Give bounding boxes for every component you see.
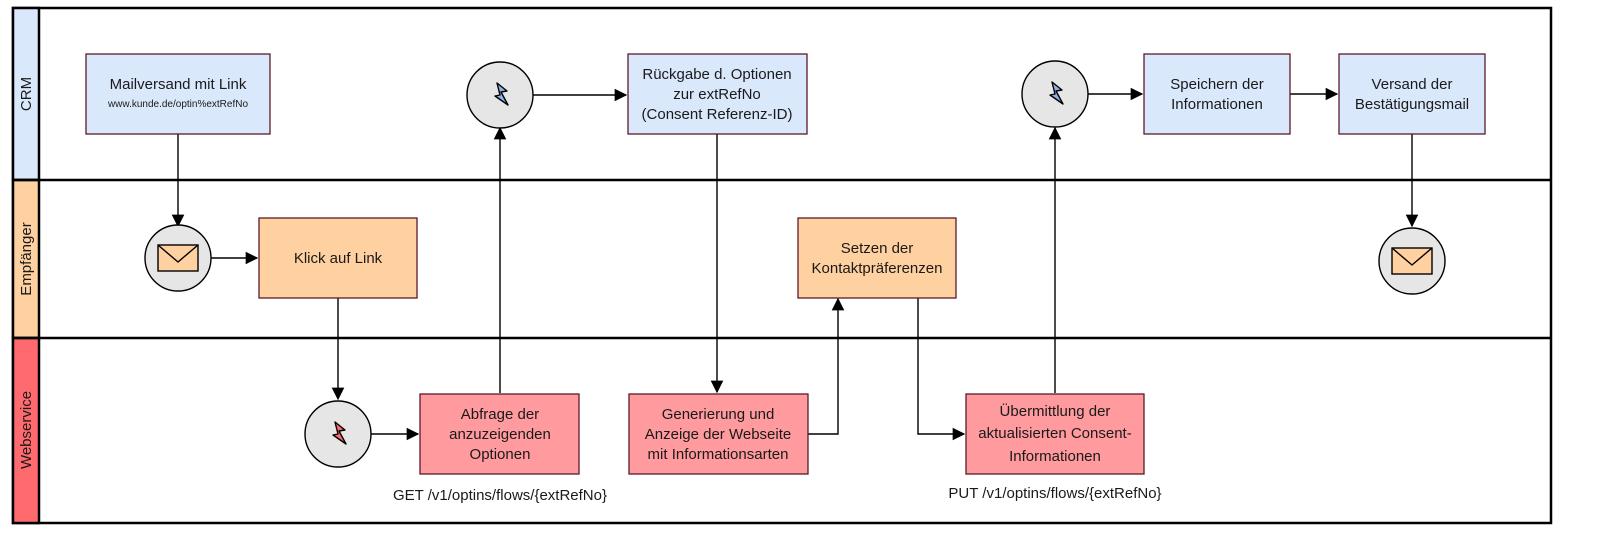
lane-label-crm: CRM [18, 77, 35, 111]
crm-event-1 [466, 61, 534, 129]
envelope-icon [157, 244, 199, 272]
return-options-line-3: (Consent Referenz-ID) [642, 106, 793, 123]
node-set-preferences: Setzen der Kontaktpräferenzen [797, 217, 957, 299]
svg-text:Informationen: Informationen [1009, 448, 1101, 465]
query-options-line-1: Abfrage der [461, 406, 539, 423]
svg-text:Setzen der: Setzen der [841, 240, 914, 257]
svg-text:Anzeige der Webseite: Anzeige der Webseite [645, 426, 791, 443]
svg-text:Klick auf Link: Klick auf Link [294, 250, 383, 267]
transmit-consent-line-3: Informationen [1009, 448, 1101, 465]
node-mail-send: Mailversand mit Link www.kunde.de/optin%… [85, 53, 271, 135]
webservice-lane-band [11, 336, 41, 525]
recipient-envelope-2 [1378, 227, 1446, 295]
set-preferences-line-2: Kontaktpräferenzen [812, 260, 943, 277]
svg-text:Generierung und: Generierung und [662, 406, 775, 423]
api-label-get: GET /v1/optins/flows/{extRefNo} [393, 487, 607, 504]
svg-text:anzuzeigenden: anzuzeigenden [449, 426, 551, 443]
generate-page-line-2: Anzeige der Webseite [645, 426, 791, 443]
connectors [171, 87, 1419, 441]
edge-generate-to-preferences [808, 297, 845, 435]
send-confirmation-line-1: Versand der [1372, 76, 1453, 93]
node-click-link: Klick auf Link [258, 217, 418, 299]
save-info-line-1: Speichern der [1170, 76, 1263, 93]
mail-send-url: www.kunde.de/optin%extRefNo [107, 99, 249, 110]
svg-text:Speichern der: Speichern der [1170, 76, 1263, 93]
mail-send-label: Mailversand mit Link [110, 76, 247, 93]
api-label-put: PUT /v1/optins/flows/{extRefNo} [948, 485, 1161, 502]
recipient-envelope-1 [144, 224, 212, 292]
svg-text:aktualisierten Consent-: aktualisierten Consent- [978, 425, 1131, 442]
node-send-confirmation: Versand der Bestätigungsmail [1338, 53, 1486, 135]
svg-text:Rückgabe d. Optionen: Rückgabe d. Optionen [642, 66, 791, 83]
return-options-line-1: Rückgabe d. Optionen [642, 66, 791, 83]
svg-text:zur extRefNo: zur extRefNo [673, 86, 761, 103]
save-info-line-2: Informationen [1171, 96, 1263, 113]
return-options-line-2: zur extRefNo [673, 86, 761, 103]
svg-text:Abfrage der: Abfrage der [461, 406, 539, 423]
transmit-consent-line-1: Übermittlung der [1000, 402, 1111, 420]
node-save-info: Speichern der Informationen [1143, 53, 1291, 135]
edge-preferences-to-transmit [917, 298, 966, 441]
svg-text:(Consent Referenz-ID): (Consent Referenz-ID) [642, 106, 793, 123]
generate-page-line-1: Generierung und [662, 406, 775, 423]
set-preferences-line-1: Setzen der [841, 240, 914, 257]
crm-event-2 [1021, 60, 1089, 128]
envelope-icon [1391, 247, 1433, 275]
svg-text:www.kunde.de/optin%extRefNo: www.kunde.de/optin%extRefNo [107, 99, 249, 110]
svg-text:Übermittlung der: Übermittlung der [1000, 402, 1111, 420]
lane-label-webservice: Webservice [18, 391, 35, 469]
svg-text:Mailversand mit Link: Mailversand mit Link [110, 76, 247, 93]
query-options-line-2: anzuzeigenden [449, 426, 551, 443]
svg-text:Versand der: Versand der [1372, 76, 1453, 93]
webservice-event [304, 400, 372, 468]
query-options-line-3: Optionen [470, 446, 531, 463]
svg-text:Bestätigungsmail: Bestätigungsmail [1355, 96, 1469, 113]
lane-label-recipient: Empfänger [18, 222, 35, 295]
svg-text:mit Informationsarten: mit Informationsarten [648, 446, 789, 463]
send-confirmation-line-2: Bestätigungsmail [1355, 96, 1469, 113]
svg-text:Kontaktpräferenzen: Kontaktpräferenzen [812, 260, 943, 277]
node-transmit-consent: Übermittlung der aktualisierten Consent-… [965, 393, 1145, 475]
click-link-label: Klick auf Link [294, 250, 383, 267]
svg-text:Optionen: Optionen [470, 446, 531, 463]
svg-text:Informationen: Informationen [1171, 96, 1263, 113]
node-return-options: Rückgabe d. Optionen zur extRefNo (Conse… [627, 53, 808, 135]
transmit-consent-line-2: aktualisierten Consent- [978, 425, 1131, 442]
node-query-options: Abfrage der anzuzeigenden Optionen [419, 393, 580, 475]
generate-page-line-3: mit Informationsarten [648, 446, 789, 463]
node-generate-page: Generierung und Anzeige der Webseite mit… [628, 393, 809, 475]
